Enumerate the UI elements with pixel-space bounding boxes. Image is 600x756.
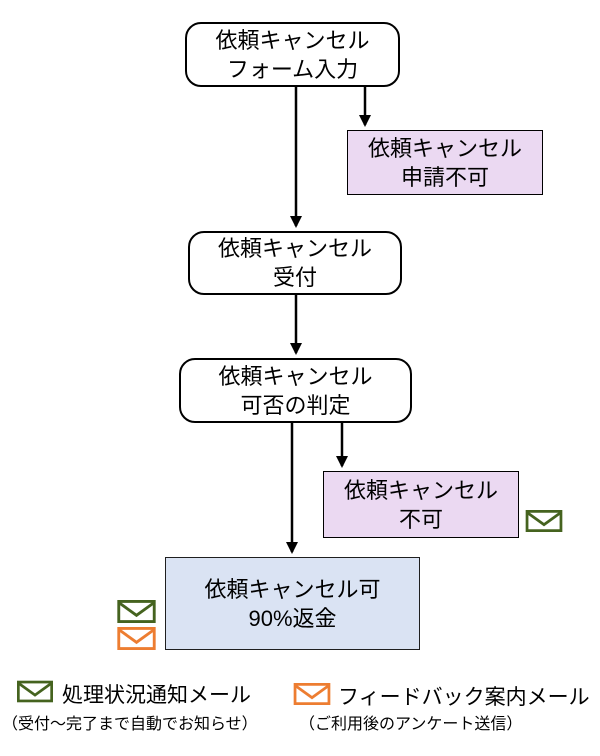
node-cancel-accepted: 依頼キャンセル 受付 xyxy=(188,231,402,295)
node-label-line: 依頼キャンセル xyxy=(215,27,370,53)
node-label-line: フォーム入力 xyxy=(226,56,359,82)
node-label-line: 申請不可 xyxy=(400,164,489,190)
feedback-mail-icon xyxy=(117,627,156,650)
node-cancel-judgement: 依頼キャンセル 可否の判定 xyxy=(179,358,412,423)
node-label-line: 依頼キャンセル xyxy=(217,236,372,261)
legend-feedback-mail-note: （ご利用後のアンケート送信） xyxy=(299,716,523,733)
node-label-line: 不可 xyxy=(398,506,443,532)
node-label-line: 依頼キャンセル xyxy=(218,363,373,389)
node-label-line: 依頼キャンセル可 xyxy=(204,576,381,602)
node-label-line: 可否の判定 xyxy=(240,392,351,418)
node-label-line: 依頼キャンセル xyxy=(367,135,522,161)
node-cancel-apply-denied: 依頼キャンセル 申請不可 xyxy=(347,130,543,195)
legend-status-mail-note: （受付～完了まで自動でお知らせ） xyxy=(2,716,258,733)
status-mail-icon xyxy=(525,510,563,532)
feedback-mail-icon xyxy=(293,683,331,705)
legend-status-mail-label: 処理状況通知メール xyxy=(62,684,251,707)
node-label-line: 依頼キャンセル xyxy=(343,477,498,503)
node-cancel-approved-refund: 依頼キャンセル可 90%返金 xyxy=(165,557,420,650)
status-mail-icon xyxy=(17,680,53,703)
node-label-line: 90%返金 xyxy=(248,605,337,631)
node-label-line: 受付 xyxy=(272,265,317,290)
status-mail-icon xyxy=(117,600,156,623)
legend-feedback-mail-label: フィードバック案内メール xyxy=(338,686,590,709)
node-cancel-form-input: 依頼キャンセル フォーム入力 xyxy=(185,22,400,87)
node-cancel-denied: 依頼キャンセル 不可 xyxy=(323,471,519,538)
